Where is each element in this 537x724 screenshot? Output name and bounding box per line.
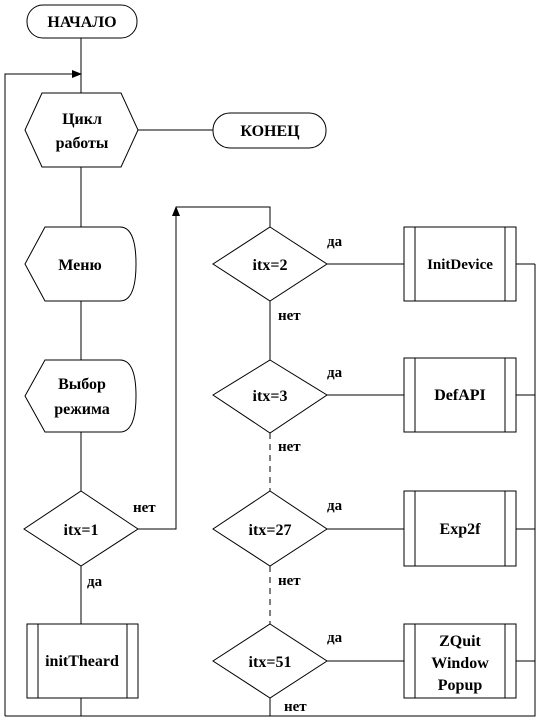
line-itx1-no — [138, 206, 180, 530]
itx1-no-label: нет — [133, 500, 156, 516]
mode-select-line2: режима — [54, 401, 110, 418]
itx2-yes-label: да — [327, 234, 343, 250]
initdevice-label: InitDevice — [427, 257, 493, 273]
decision-itx51: itx=51 — [212, 623, 328, 699]
loop-block: Цикл работы — [24, 92, 139, 168]
start-terminator: НАЧАЛО — [26, 4, 138, 39]
decision-itx2-label: itx=2 — [253, 257, 288, 274]
zquit-line3: Popup — [438, 677, 483, 694]
process-inittheard: initTheard — [26, 623, 139, 699]
exp2f-label: Exp2f — [440, 521, 482, 538]
itx51-no-label: нет — [284, 699, 307, 715]
end-terminator: КОНЕЦ — [212, 112, 327, 149]
inittheard-label: initTheard — [45, 653, 119, 670]
line-return-bus — [5, 264, 536, 717]
itx51-yes-label: да — [327, 630, 343, 646]
decision-itx3-label: itx=3 — [253, 388, 288, 405]
itx3-yes-label: да — [327, 365, 343, 381]
itx3-no-label: нет — [278, 439, 301, 455]
itx1-yes-label: да — [87, 574, 103, 590]
mode-select-block: Выбор режима — [24, 359, 137, 433]
decision-itx3: itx=3 — [212, 359, 328, 434]
decision-itx51-label: itx=51 — [249, 654, 292, 671]
process-initdevice: InitDevice — [403, 226, 517, 302]
menu-label: Меню — [58, 257, 101, 274]
decision-itx1: itx=1 — [23, 490, 139, 567]
process-defapi: DefAPI — [403, 357, 517, 433]
decision-itx27-label: itx=27 — [249, 522, 292, 539]
itx27-no-label: нет — [278, 573, 301, 589]
itx27-yes-label: да — [327, 498, 343, 514]
menu-block: Меню — [24, 226, 137, 302]
start-label: НАЧАЛО — [47, 14, 116, 31]
decision-itx2: itx=2 — [212, 226, 328, 302]
zquit-line1: ZQuit — [439, 633, 481, 650]
line-loop-back — [4, 70, 82, 716]
loop-label-line1: Цикл — [62, 111, 102, 128]
connectors — [4, 38, 536, 717]
line-to-itx2 — [176, 206, 271, 227]
process-zquit: ZQuit Window Popup — [403, 623, 517, 699]
end-label: КОНЕЦ — [240, 123, 300, 140]
decision-itx1-label: itx=1 — [64, 522, 99, 539]
defapi-label: DefAPI — [434, 387, 486, 404]
process-exp2f: Exp2f — [403, 490, 517, 567]
itx2-no-label: нет — [278, 308, 301, 324]
zquit-line2: Window — [431, 655, 489, 672]
decision-itx27: itx=27 — [212, 490, 328, 567]
loop-label-line2: работы — [56, 135, 109, 152]
mode-select-line1: Выбор — [58, 376, 106, 393]
